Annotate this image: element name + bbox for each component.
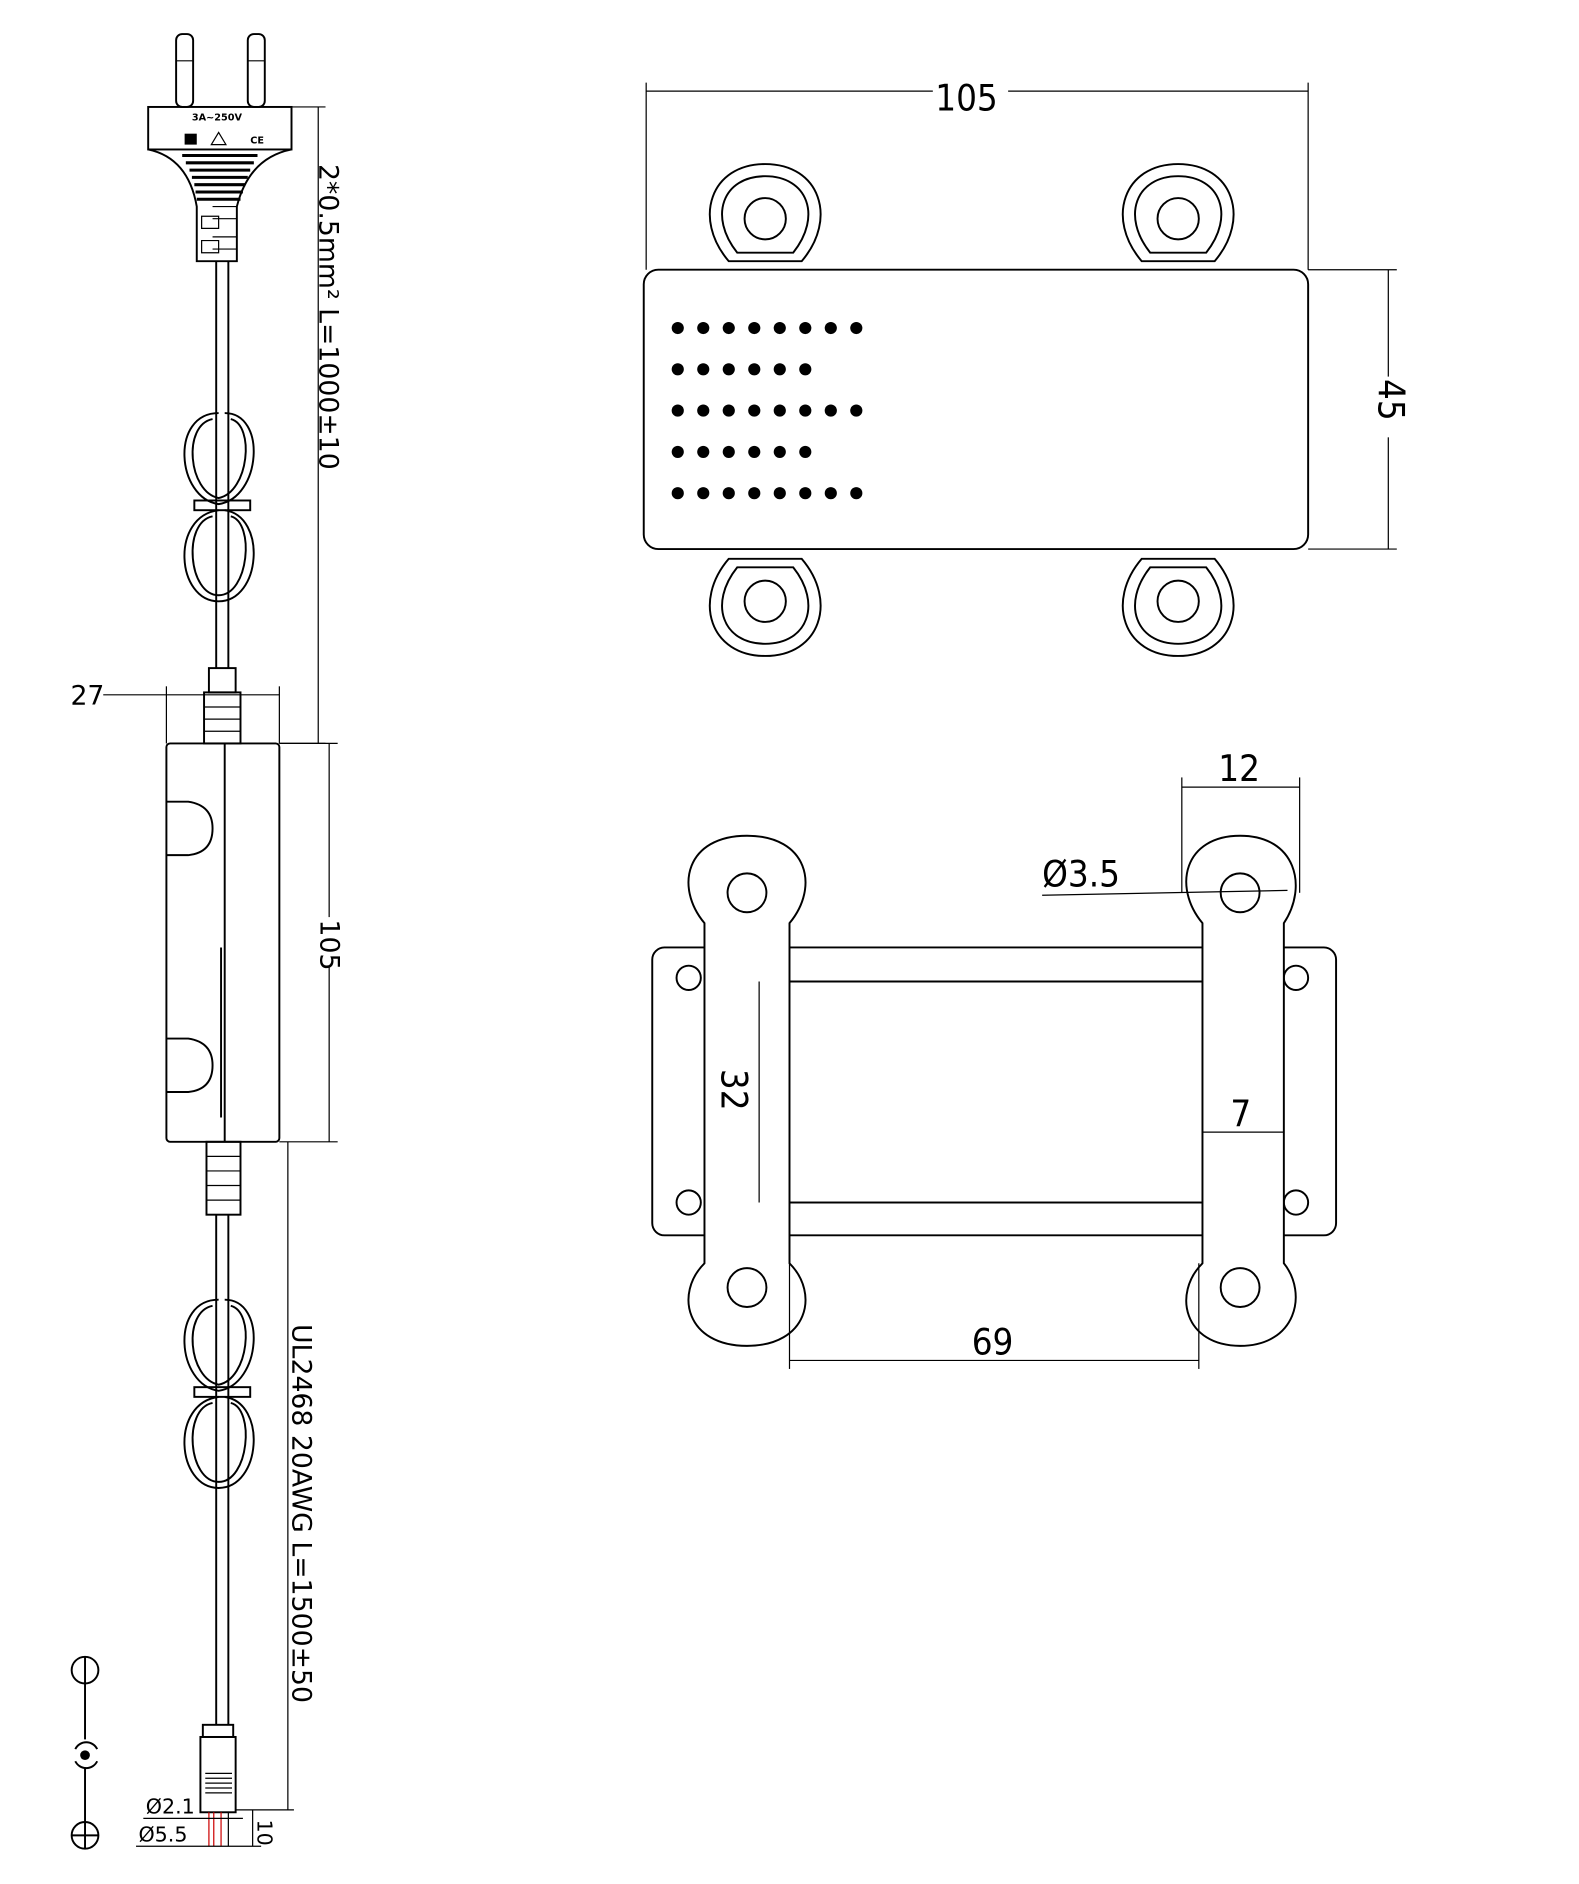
vent-hole bbox=[671, 321, 684, 335]
dc-pin-dim: 10 bbox=[252, 1820, 276, 1846]
vent-hole bbox=[697, 363, 710, 376]
vent-hole bbox=[748, 487, 761, 500]
width-dim-label: 27 bbox=[70, 681, 104, 712]
dc-cable-label: UL2468 20AWG L=1500±50 bbox=[286, 1324, 317, 1703]
vent-hole bbox=[799, 487, 812, 500]
vent-hole bbox=[748, 321, 761, 335]
vent-hole bbox=[773, 321, 786, 335]
top-view: 105 45 bbox=[642, 77, 1413, 657]
vent-hole bbox=[722, 404, 735, 417]
top-height-label: 45 bbox=[1370, 379, 1413, 421]
dimension-inner-height: 32 bbox=[712, 981, 760, 1203]
vent-hole bbox=[748, 445, 761, 458]
vent-hole bbox=[773, 404, 786, 417]
vent-hole bbox=[671, 363, 684, 376]
plug-rating: 3A~250V bbox=[192, 112, 243, 123]
ac-cable bbox=[183, 261, 255, 745]
dimension-hole: Ø3.5 bbox=[1042, 853, 1288, 896]
vent-hole bbox=[748, 404, 761, 417]
warning-icon bbox=[210, 131, 227, 146]
cable-coil bbox=[183, 412, 255, 603]
polarity-diagram bbox=[70, 1655, 100, 1850]
vent-hole bbox=[697, 487, 710, 500]
vent-hole bbox=[799, 445, 812, 458]
ce-mark: CE bbox=[250, 135, 264, 146]
vent-hole bbox=[671, 404, 684, 417]
vent-hole bbox=[773, 445, 786, 458]
vent-hole bbox=[671, 487, 684, 500]
dimension-length: 105 bbox=[279, 742, 345, 1143]
mounting-plate bbox=[651, 946, 1338, 1237]
vent-hole bbox=[773, 363, 786, 376]
dc-inner-dim: Ø2.1 bbox=[146, 1794, 195, 1818]
vent-hole bbox=[850, 321, 863, 335]
dc-cable bbox=[183, 1140, 255, 1847]
dimension-ac-cable: 2*0.5mm² L=1000±10 bbox=[279, 106, 343, 745]
adapter-top bbox=[642, 268, 1310, 551]
vent-hole bbox=[671, 445, 684, 458]
center-pin-icon bbox=[74, 1741, 99, 1770]
dimension-top-height: 45 bbox=[1308, 269, 1413, 550]
strap-width-label: 12 bbox=[1218, 747, 1260, 790]
bracket-view: 12 Ø3.5 32 7 69 bbox=[651, 747, 1338, 1369]
dimension-strap-spacing: 69 bbox=[788, 1263, 1200, 1369]
ac-plug: 3A~250V CE bbox=[147, 33, 293, 263]
dimension-strap-gap: 7 bbox=[1202, 1092, 1284, 1135]
vent-hole bbox=[824, 321, 837, 335]
vent-hole bbox=[722, 445, 735, 458]
vent-hole bbox=[799, 321, 812, 335]
right-strap bbox=[1185, 834, 1297, 1347]
mounting-tabs bbox=[708, 163, 1235, 657]
strap-gap-label: 7 bbox=[1230, 1092, 1251, 1135]
vent-hole bbox=[799, 404, 812, 417]
vent-hole bbox=[799, 363, 812, 376]
vent-holes bbox=[671, 321, 863, 500]
strap-spacing-label: 69 bbox=[972, 1320, 1014, 1363]
vent-hole bbox=[697, 404, 710, 417]
vent-hole bbox=[722, 321, 735, 335]
vent-hole bbox=[824, 404, 837, 417]
side-view: 3A~250V CE bbox=[70, 33, 345, 1850]
dimension-top-length: 105 bbox=[645, 77, 1309, 270]
vent-hole bbox=[722, 363, 735, 376]
vent-hole bbox=[850, 404, 863, 417]
vent-hole bbox=[697, 445, 710, 458]
dimension-dc-cable: UL2468 20AWG L=1500±50 bbox=[235, 1141, 317, 1811]
adapter-body bbox=[165, 742, 281, 1143]
vent-hole bbox=[824, 487, 837, 500]
vent-hole bbox=[850, 487, 863, 500]
dimension-width: 27 bbox=[70, 681, 280, 744]
ground-icon bbox=[184, 133, 197, 145]
dimension-strap-width: 12 bbox=[1181, 747, 1301, 893]
dc-outer-dim: Ø5.5 bbox=[138, 1822, 187, 1846]
dimension-dc-plug: Ø2.1 Ø5.5 10 bbox=[136, 1794, 276, 1847]
vent-hole bbox=[722, 487, 735, 500]
length-dim-label: 105 bbox=[314, 920, 345, 971]
ac-cable-label: 2*0.5mm² L=1000±10 bbox=[312, 164, 343, 470]
hole-dim-label: Ø3.5 bbox=[1042, 853, 1120, 896]
top-length-label: 105 bbox=[935, 77, 998, 120]
vent-hole bbox=[773, 487, 786, 500]
inner-height-label: 32 bbox=[712, 1069, 755, 1111]
vent-hole bbox=[697, 321, 710, 335]
vent-hole bbox=[748, 363, 761, 376]
